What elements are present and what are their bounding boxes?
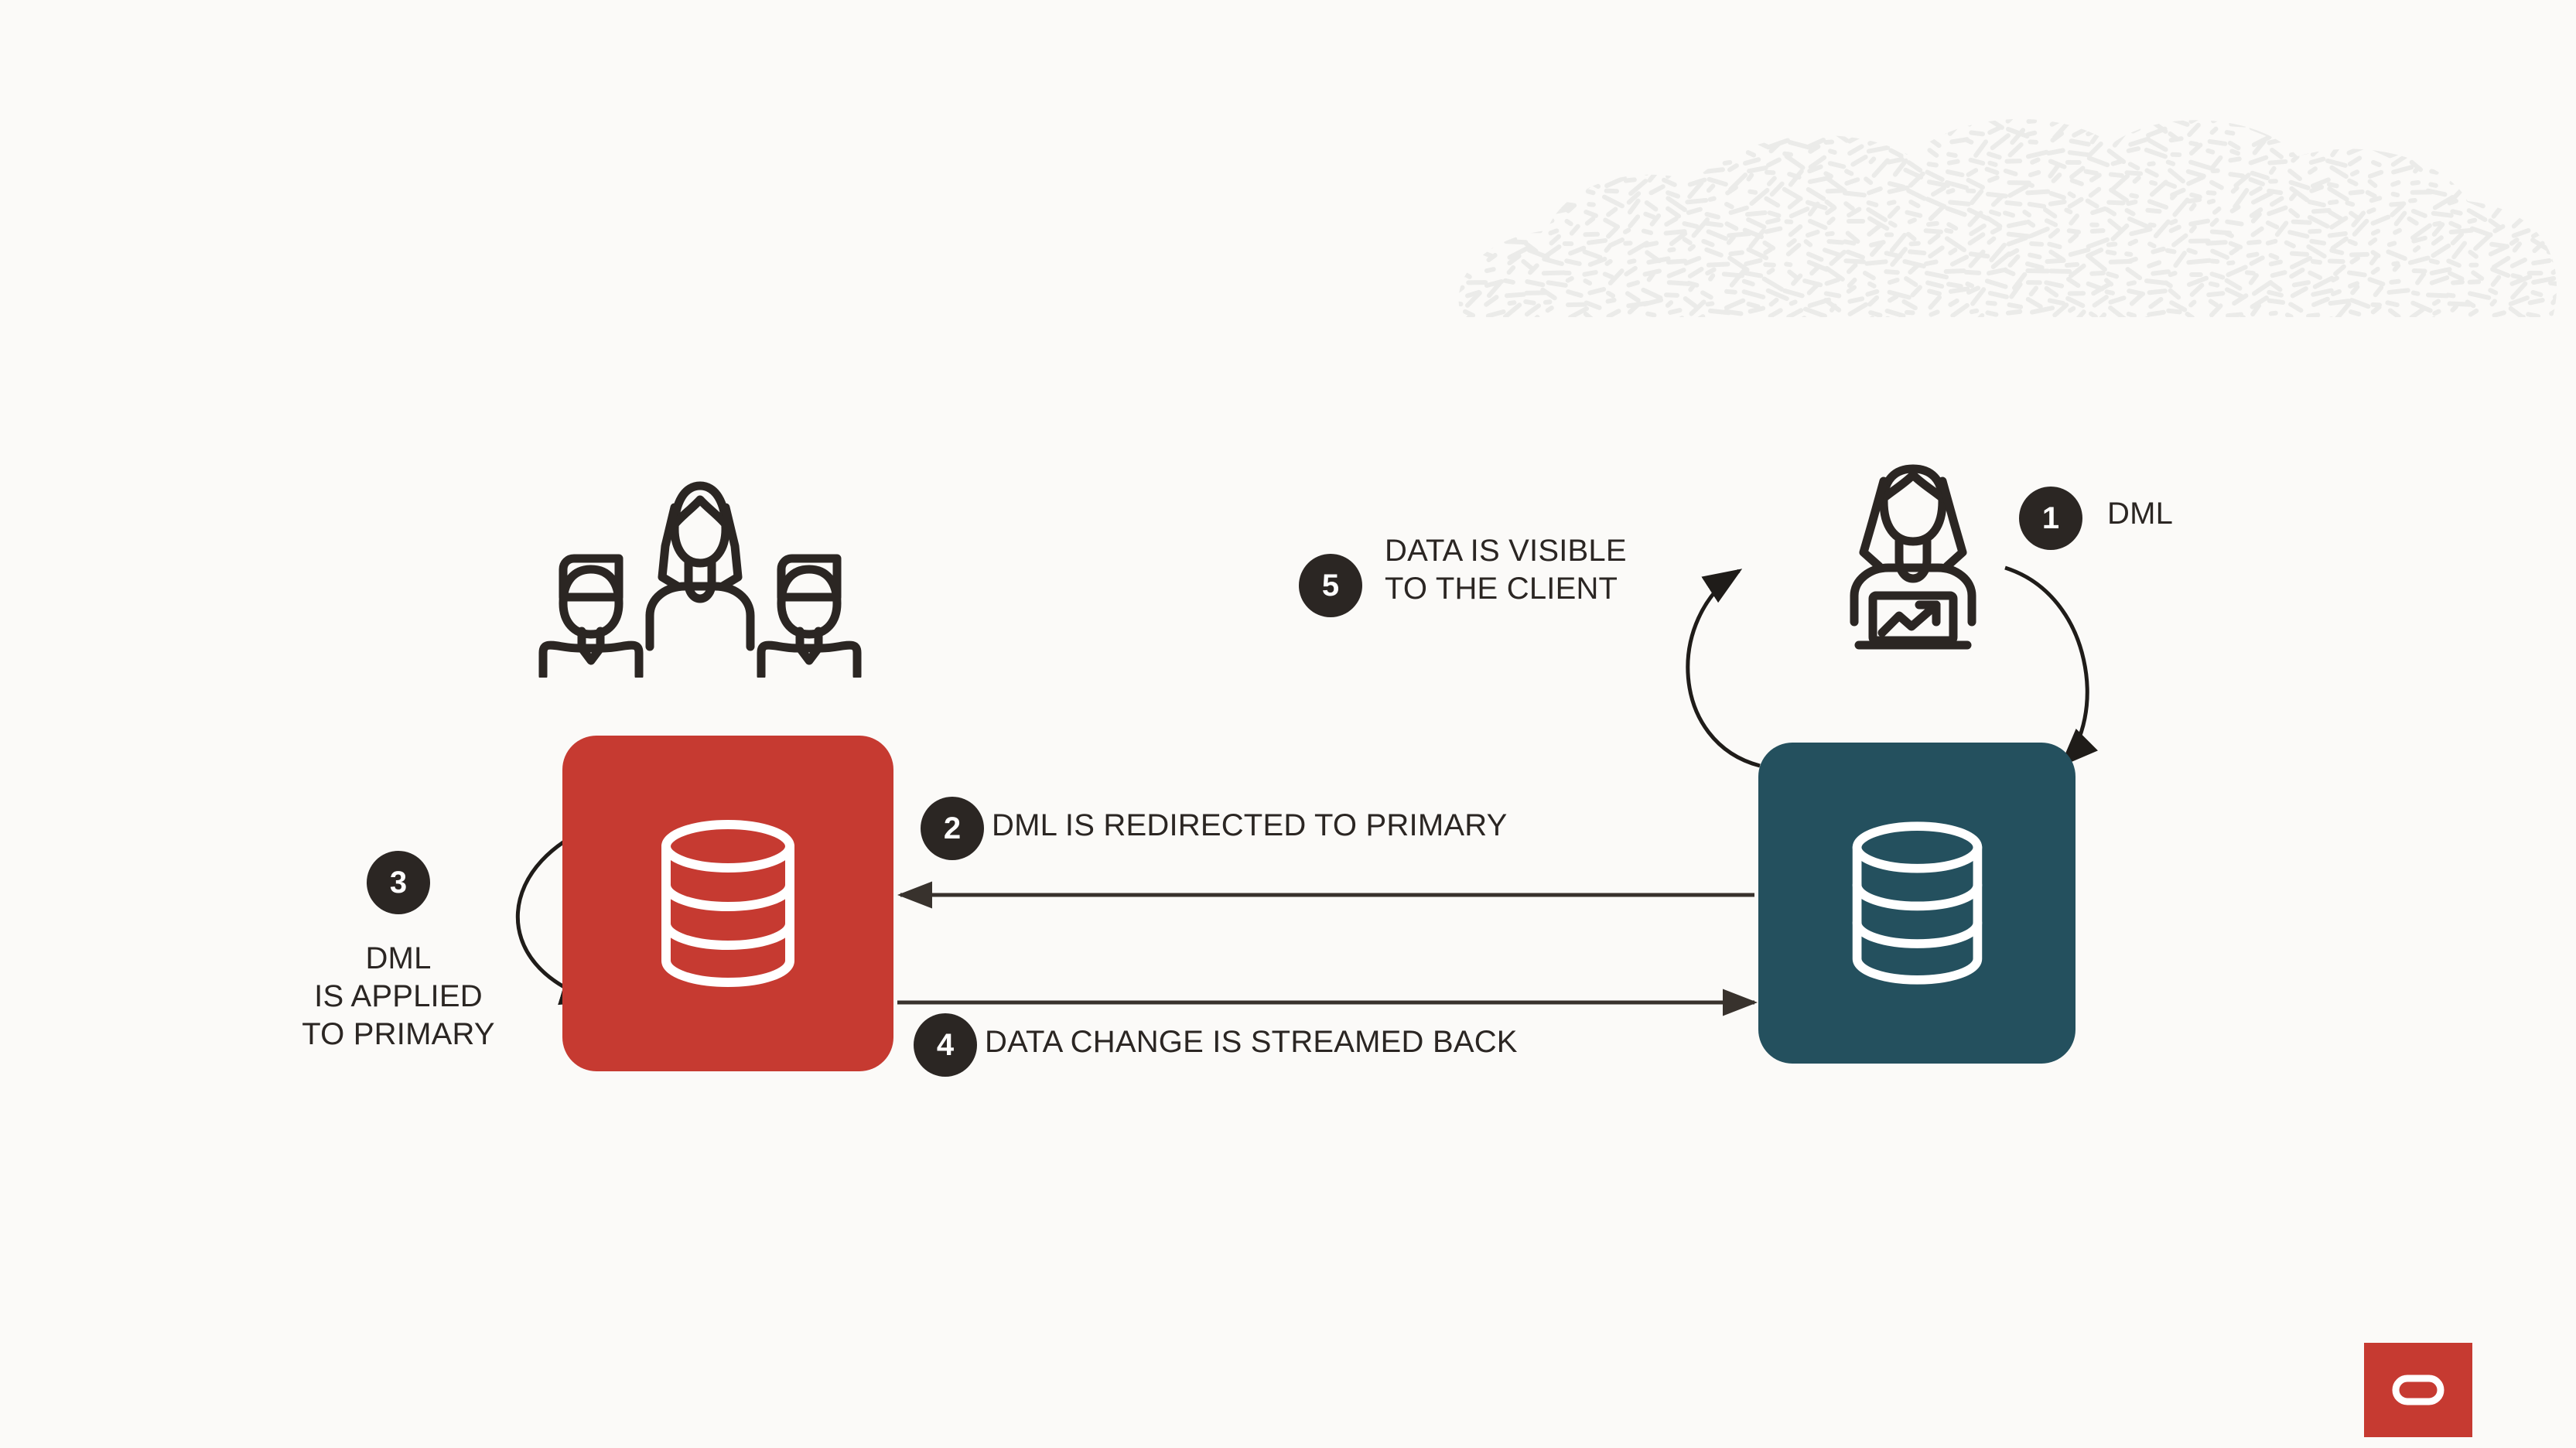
standby-database-node [562, 736, 893, 1071]
step-badge-1: 1 [2019, 487, 2082, 550]
step-badge-4: 4 [914, 1013, 977, 1077]
cloud-decoration-icon [1458, 118, 2557, 318]
step-badge-2: 2 [921, 797, 984, 860]
step-label-2: DML IS REDIRECTED TO PRIMARY [992, 808, 1508, 842]
primary-database-node [1758, 743, 2075, 1064]
step-badge-5: 5 [1299, 554, 1362, 617]
step-label-5: DATA IS VISIBLE TO THE CLIENT [1385, 534, 1627, 606]
oracle-mark-icon [2392, 1375, 2444, 1405]
database-icon [661, 820, 794, 987]
group-of-people-icon [538, 481, 862, 678]
database-icon [1852, 821, 1982, 985]
arrow-data-visible-to-client [1686, 569, 1761, 768]
person-with-laptop-chart-icon [1850, 464, 1976, 650]
step-label-4: DATA CHANGE IS STREAMED BACK [985, 1025, 1518, 1059]
arrow-dml-from-client [2004, 565, 2098, 767]
step-badge-3: 3 [367, 851, 430, 914]
step-label-1: DML [2107, 497, 2174, 531]
step-label-3: DML IS APPLIED TO PRIMARY [302, 941, 495, 1051]
oracle-logo [2364, 1343, 2472, 1437]
